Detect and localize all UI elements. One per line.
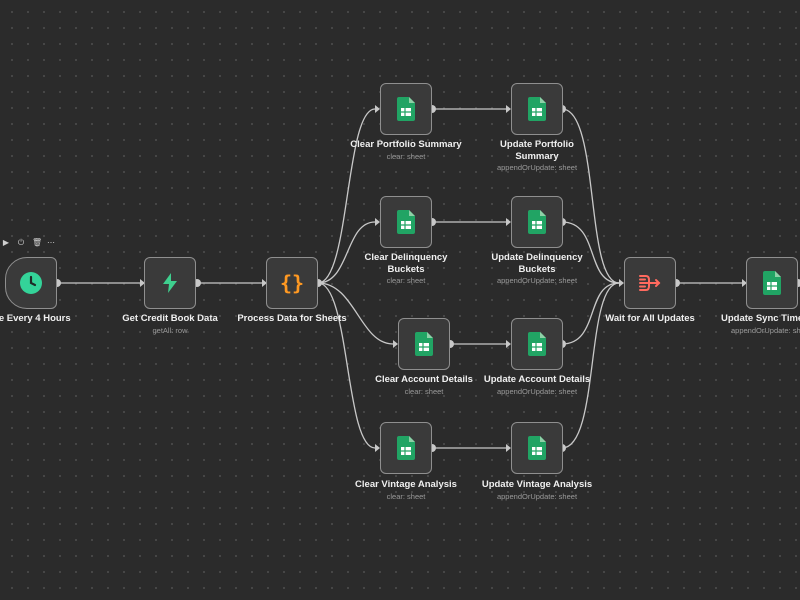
- node-update-delinquency-sub: appendOrUpdate: sheet: [496, 276, 578, 285]
- node-clear-account-label: Clear Account Details clear: sheet: [334, 374, 514, 397]
- edge-process-clear-vintage: [317, 282, 376, 449]
- google-sheets-icon: [397, 97, 415, 121]
- node-clear-vintage-label: Clear Vintage Analysis clear: sheet: [316, 479, 496, 502]
- node-get-credit-sub: getAll: row: [152, 325, 188, 335]
- edge-portfolio-wait: [561, 108, 620, 284]
- bolt-icon: [163, 273, 177, 293]
- google-sheets-icon: [763, 271, 781, 295]
- edge-process-clear-delinquency: [317, 221, 376, 284]
- more-icon[interactable]: ⋯: [47, 238, 55, 247]
- node-update-account-details[interactable]: [511, 318, 563, 370]
- node-schedule-trigger[interactable]: [5, 257, 57, 309]
- node-clear-portfolio-label: Clear Portfolio Summary clear: sheet: [316, 139, 496, 162]
- google-sheets-icon: [528, 97, 546, 121]
- node-clear-delinquency-buckets[interactable]: [380, 196, 432, 248]
- google-sheets-icon: [397, 210, 415, 234]
- node-sync-sub: appendOrUpdate: sh: [731, 325, 800, 335]
- node-get-credit-label: Get Credit Book Data getAll: row: [80, 313, 260, 336]
- node-update-portfolio-sub: appendOrUpdate: sheet: [496, 163, 578, 172]
- node-clear-portfolio-sub: clear: sheet: [386, 151, 426, 161]
- braces-icon: {}: [279, 271, 305, 295]
- node-update-account-label: Update Account Details appendOrUpdate: s…: [447, 374, 627, 397]
- node-clear-account-sub: clear: sheet: [404, 386, 444, 396]
- merge-icon: [639, 275, 661, 291]
- edge-arrowheads: [140, 105, 747, 452]
- node-update-delinquency-buckets[interactable]: [511, 196, 563, 248]
- node-update-portfolio-label: Update Portfolio Summary appendOrUpdate:…: [447, 139, 627, 173]
- edge-process-clear-portfolio: [317, 108, 376, 284]
- edge-account-wait: [561, 282, 620, 345]
- play-icon[interactable]: ▶: [2, 238, 10, 247]
- node-update-account-sub: appendOrUpdate: sheet: [496, 386, 578, 396]
- node-update-portfolio-summary[interactable]: [511, 83, 563, 135]
- node-update-vintage-label: Update Vintage Analysis appendOrUpdate: …: [447, 479, 627, 502]
- google-sheets-icon: [528, 332, 546, 356]
- node-clear-delinquency-label: Clear Delinquency Buckets clear: sheet: [316, 252, 496, 286]
- node-update-sync-times[interactable]: [746, 257, 798, 309]
- node-schedule-label: edule Every 4 Hours: [0, 313, 71, 324]
- trash-icon[interactable]: 🗑: [32, 238, 43, 247]
- node-hover-toolbar: ▶ ⏻ 🗑 ⋯: [2, 238, 55, 248]
- node-clear-portfolio-summary[interactable]: [380, 83, 432, 135]
- node-update-delinquency-label: Update Delinquency Buckets appendOrUpdat…: [447, 252, 627, 286]
- clock-icon: [20, 272, 42, 294]
- node-sync-label: Update Sync Times appendOrUpdate: sh: [712, 313, 800, 336]
- node-get-credit-book-data[interactable]: [144, 257, 196, 309]
- edge-delinquency-wait: [561, 221, 620, 284]
- node-clear-delinquency-sub: clear: sheet: [386, 276, 426, 285]
- node-process-data[interactable]: {}: [266, 257, 318, 309]
- node-wait-for-all-updates[interactable]: [624, 257, 676, 309]
- edge-process-clear-account: [317, 282, 394, 345]
- node-update-vintage-sub: appendOrUpdate: sheet: [496, 491, 578, 501]
- edge-vintage-wait: [561, 282, 620, 449]
- google-sheets-icon: [397, 436, 415, 460]
- node-clear-account-details[interactable]: [398, 318, 450, 370]
- power-icon[interactable]: ⏻: [17, 238, 25, 247]
- node-clear-vintage-analysis[interactable]: [380, 422, 432, 474]
- node-update-vintage-analysis[interactable]: [511, 422, 563, 474]
- node-clear-vintage-sub: clear: sheet: [386, 491, 426, 501]
- google-sheets-icon: [528, 210, 546, 234]
- node-process-label: Process Data for Sheets: [237, 313, 347, 324]
- node-wait-label: Wait for All Updates: [605, 313, 695, 324]
- google-sheets-icon: [528, 436, 546, 460]
- google-sheets-icon: [415, 332, 433, 356]
